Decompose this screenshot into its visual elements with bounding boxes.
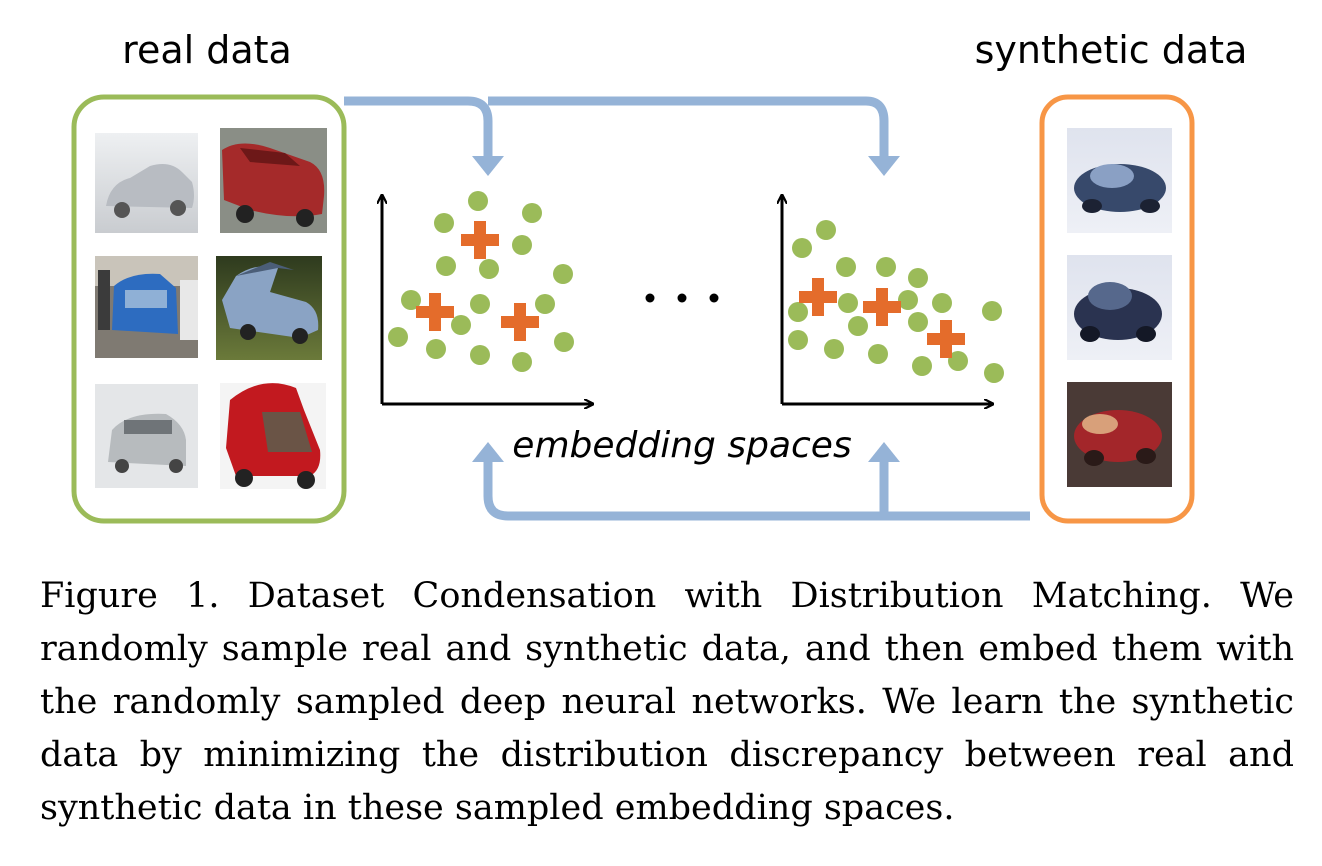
synthetic-data-box xyxy=(1039,94,1195,524)
real-image-6 xyxy=(220,383,326,489)
real-embedding-point xyxy=(426,339,446,359)
real-embedding-point xyxy=(912,356,932,376)
synthetic-image-1 xyxy=(1067,128,1172,233)
real-image-5 xyxy=(95,384,198,488)
real-embedding-point xyxy=(838,293,858,313)
sampling-arrows-bottom xyxy=(483,460,1030,521)
embedding-space-1-real-points xyxy=(388,191,574,372)
synthetic-image-3 xyxy=(1067,382,1172,487)
real-data-box xyxy=(71,94,347,524)
real-embedding-point xyxy=(908,312,928,332)
sampling-arrows-top xyxy=(344,96,889,158)
real-embedding-point xyxy=(388,327,408,347)
real-embedding-point xyxy=(788,330,808,350)
synthetic-embedding-point xyxy=(927,320,965,358)
real-embedding-point xyxy=(470,345,490,365)
synthetic-data-title: synthetic data xyxy=(975,28,1248,72)
real-embedding-point xyxy=(434,213,454,233)
real-embedding-point xyxy=(868,344,888,364)
ellipsis-dots xyxy=(645,293,719,303)
real-embedding-point xyxy=(470,294,490,314)
real-embedding-point xyxy=(816,220,836,240)
embedding-space-2-axes xyxy=(782,196,992,404)
real-embedding-point xyxy=(512,352,532,372)
real-embedding-point xyxy=(522,203,542,223)
real-embedding-point xyxy=(898,290,918,310)
real-embedding-point xyxy=(948,351,968,371)
real-embedding-point xyxy=(908,268,928,288)
real-embedding-point xyxy=(982,301,1002,321)
real-embedding-point xyxy=(401,290,421,310)
real-image-2 xyxy=(220,128,327,233)
arrow-head-bottom-right xyxy=(868,442,900,462)
real-embedding-point xyxy=(836,257,856,277)
real-embedding-point xyxy=(984,363,1004,383)
real-embedding-point xyxy=(451,315,471,335)
real-embedding-point xyxy=(792,238,812,258)
arrow-head-top-left xyxy=(472,156,504,176)
embedding-spaces-label: embedding spaces xyxy=(512,425,851,466)
real-embedding-point xyxy=(824,339,844,359)
real-data-title: real data xyxy=(122,28,292,72)
real-image-1 xyxy=(95,133,198,233)
embedding-space-2-real-points xyxy=(788,220,1004,383)
real-image-3 xyxy=(95,256,198,358)
real-embedding-point xyxy=(535,294,555,314)
arrow-head-top-right xyxy=(868,156,900,176)
synthetic-embedding-point xyxy=(461,221,499,259)
real-embedding-point xyxy=(848,316,868,336)
figure-caption: Figure 1. Dataset Condensation with Dist… xyxy=(40,576,1294,828)
embedding-space-1-synthetic-points xyxy=(416,221,539,341)
real-embedding-point xyxy=(932,293,952,313)
method-diagram: real data synthetic data xyxy=(71,28,1248,524)
real-embedding-point xyxy=(436,256,456,276)
real-embedding-point xyxy=(876,257,896,277)
real-embedding-point xyxy=(479,259,499,279)
real-embedding-point xyxy=(512,235,532,255)
real-image-4 xyxy=(216,256,322,360)
synthetic-embedding-point xyxy=(501,303,539,341)
synthetic-embedding-point xyxy=(863,288,901,326)
arrow-head-bottom-left xyxy=(472,442,504,462)
synthetic-image-2 xyxy=(1067,255,1172,360)
real-embedding-point xyxy=(554,332,574,352)
synthetic-embedding-point xyxy=(416,293,454,331)
real-embedding-point xyxy=(468,191,488,211)
synthetic-embedding-point xyxy=(799,278,837,316)
embedding-space-1-axes xyxy=(382,196,592,404)
embedding-space-2-synthetic-points xyxy=(799,278,965,358)
real-embedding-point xyxy=(788,302,808,322)
real-embedding-point xyxy=(553,264,573,284)
